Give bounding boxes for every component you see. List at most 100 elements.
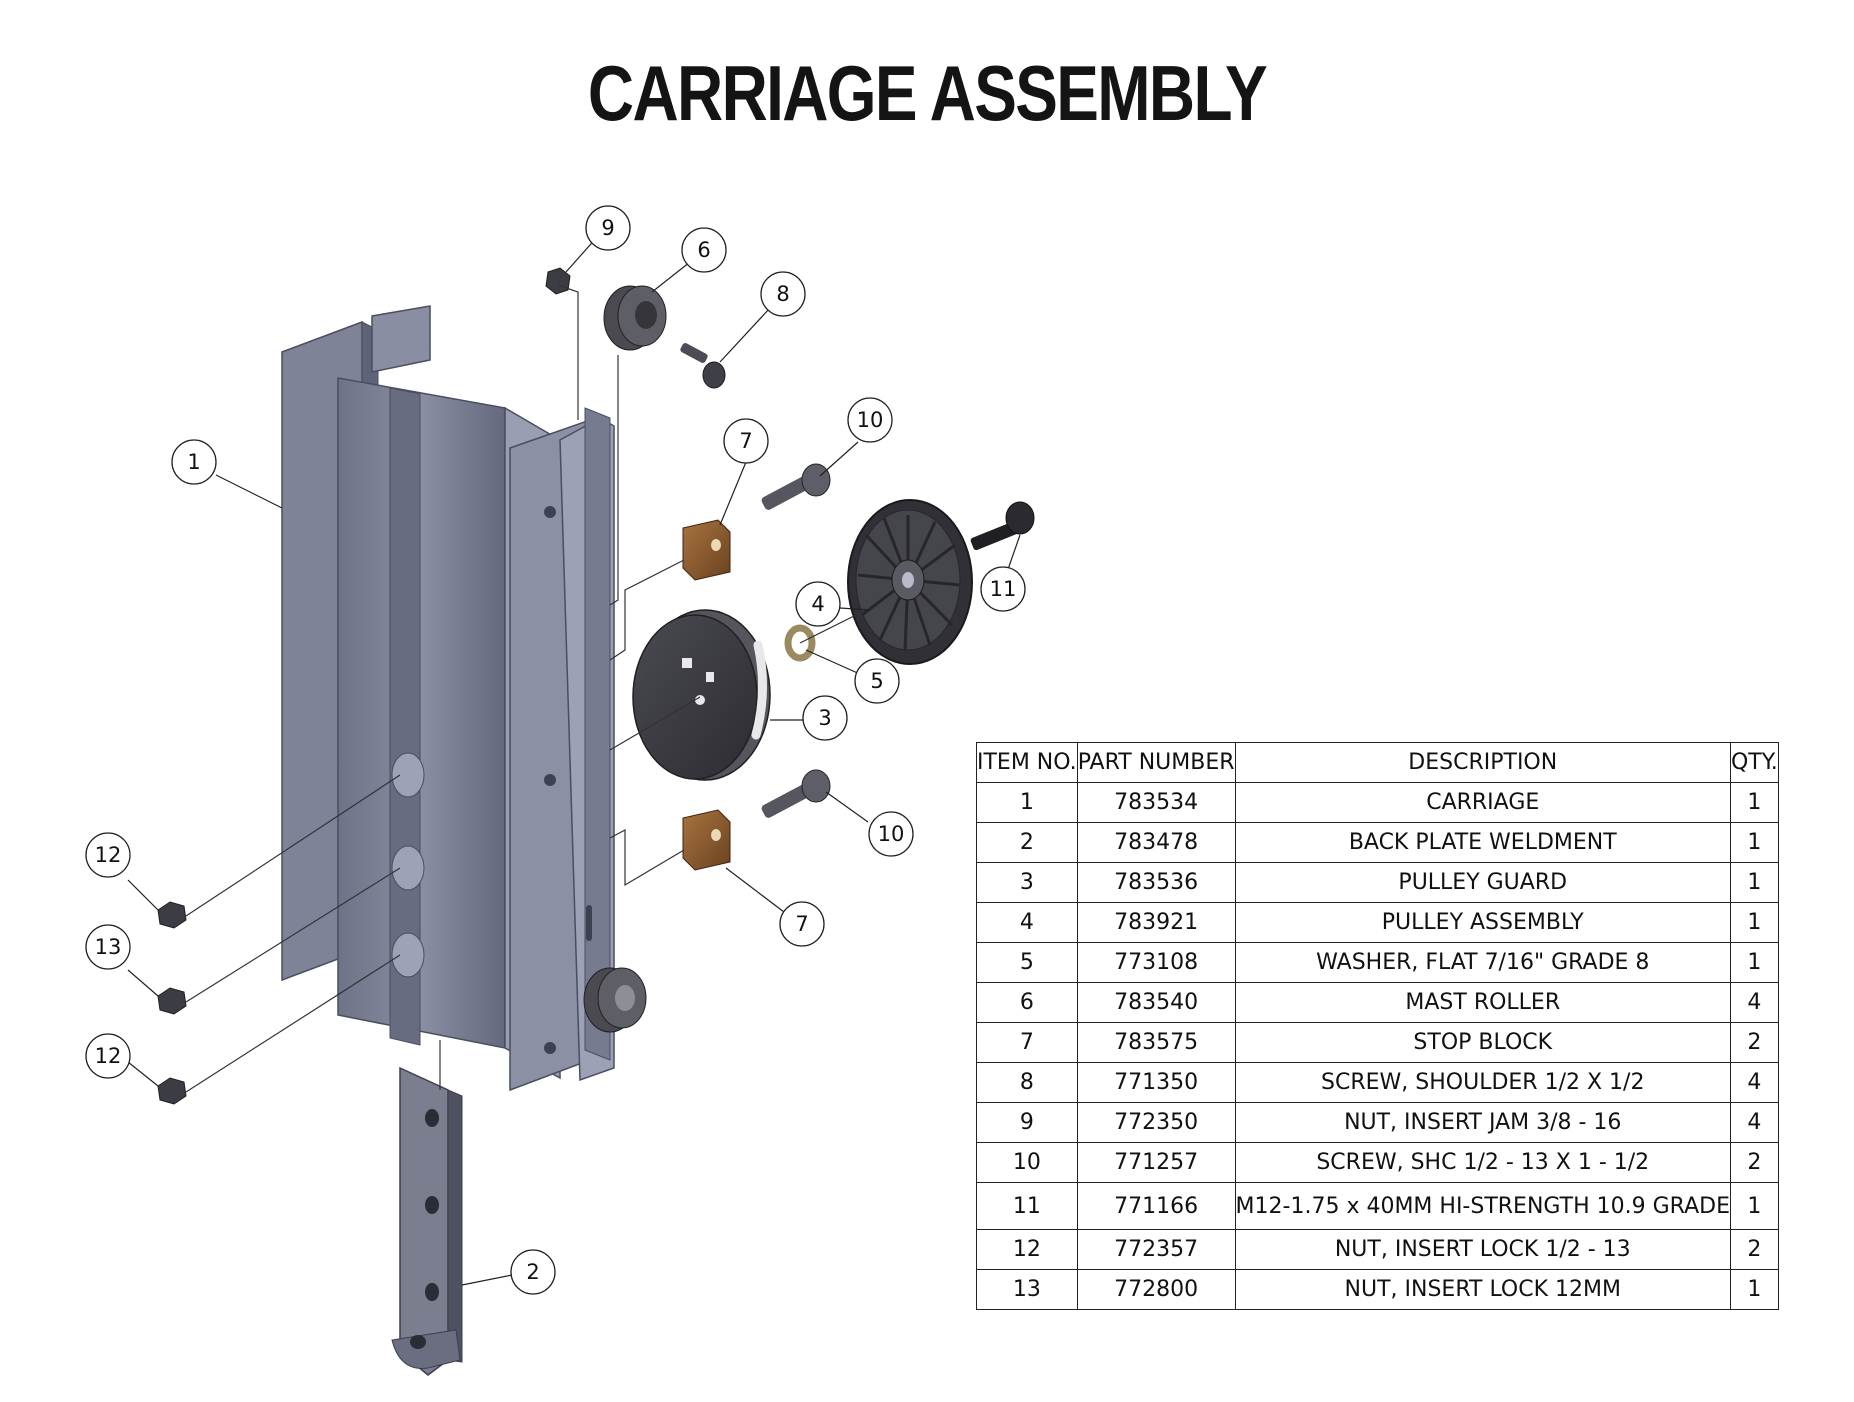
balloon-10-lower: 10 bbox=[868, 811, 914, 857]
cell-qty: 1 bbox=[1729, 902, 1779, 943]
washer-part bbox=[784, 624, 816, 662]
cell-description: CARRIAGE bbox=[1234, 782, 1731, 823]
balloon-3: 3 bbox=[802, 695, 848, 741]
cell-description: MAST ROLLER bbox=[1234, 982, 1731, 1023]
svg-text:1: 1 bbox=[187, 450, 200, 474]
svg-text:7: 7 bbox=[739, 429, 752, 453]
hi-strength-bolt-part bbox=[970, 501, 1035, 551]
balloon-7-upper: 7 bbox=[723, 418, 769, 464]
bom-header-qty: QTY. bbox=[1729, 742, 1779, 783]
page-title: CARRIAGE ASSEMBLY bbox=[587, 49, 1268, 137]
lock-nut-part bbox=[157, 901, 187, 1105]
cell-item-no: 8 bbox=[976, 1062, 1078, 1103]
bom-header-item-no: ITEM NO. bbox=[976, 742, 1078, 783]
cell-part-number: 783575 bbox=[1076, 1022, 1236, 1063]
bom-header-part-number: PART NUMBER bbox=[1076, 742, 1236, 783]
svg-text:5: 5 bbox=[870, 669, 883, 693]
pulley-guard-part bbox=[632, 609, 771, 781]
cell-description: NUT, INSERT LOCK 1/2 - 13 bbox=[1234, 1229, 1731, 1270]
cell-item-no: 10 bbox=[976, 1142, 1078, 1183]
cell-qty: 2 bbox=[1729, 1229, 1779, 1270]
balloon-13: 13 bbox=[85, 924, 131, 970]
cell-item-no: 5 bbox=[976, 942, 1078, 983]
cell-description: M12-1.75 x 40MM HI-STRENGTH 10.9 GRADE bbox=[1234, 1182, 1731, 1230]
balloon-4: 4 bbox=[795, 581, 841, 627]
bom-header-row: ITEM NO. PART NUMBER DESCRIPTION QTY. bbox=[976, 742, 1779, 783]
svg-text:9: 9 bbox=[601, 216, 614, 240]
cell-qty: 1 bbox=[1729, 782, 1779, 823]
cell-part-number: 783536 bbox=[1076, 862, 1236, 903]
cell-part-number: 771257 bbox=[1076, 1142, 1236, 1183]
cell-description: PULLEY GUARD bbox=[1234, 862, 1731, 903]
svg-text:7: 7 bbox=[795, 912, 808, 936]
balloon-9: 9 bbox=[585, 205, 631, 251]
cell-description: NUT, INSERT LOCK 12MM bbox=[1234, 1269, 1731, 1310]
cell-item-no: 4 bbox=[976, 902, 1078, 943]
cell-description: SCREW, SHOULDER 1/2 X 1/2 bbox=[1234, 1062, 1731, 1103]
cell-item-no: 1 bbox=[976, 782, 1078, 823]
svg-text:4: 4 bbox=[811, 592, 824, 616]
stop-block-part bbox=[682, 519, 731, 581]
mast-roller-part-lower bbox=[583, 967, 647, 1033]
cell-qty: 1 bbox=[1729, 822, 1779, 863]
cell-qty: 1 bbox=[1729, 862, 1779, 903]
cell-qty: 1 bbox=[1729, 942, 1779, 983]
cell-qty: 2 bbox=[1729, 1142, 1779, 1183]
bom-header-description: DESCRIPTION bbox=[1234, 742, 1731, 783]
balloon-1: 1 bbox=[171, 439, 217, 485]
cell-item-no: 13 bbox=[976, 1269, 1078, 1310]
cell-part-number: 772350 bbox=[1076, 1102, 1236, 1143]
cell-item-no: 12 bbox=[976, 1229, 1078, 1270]
cell-part-number: 783534 bbox=[1076, 782, 1236, 823]
balloon-7-lower: 7 bbox=[779, 901, 825, 947]
svg-text:2: 2 bbox=[526, 1260, 539, 1284]
balloon-12-lower: 12 bbox=[85, 1033, 131, 1079]
cell-item-no: 9 bbox=[976, 1102, 1078, 1143]
mast-roller-part bbox=[603, 285, 667, 351]
balloon-8: 8 bbox=[760, 271, 806, 317]
pulley-assembly-part bbox=[847, 499, 973, 665]
cell-part-number: 783478 bbox=[1076, 822, 1236, 863]
shc-screw-part-lower bbox=[761, 769, 831, 818]
svg-text:12: 12 bbox=[95, 1044, 122, 1068]
assembly-lines bbox=[185, 284, 871, 1093]
cell-description: SCREW, SHC 1/2 - 13 X 1 - 1/2 bbox=[1234, 1142, 1731, 1183]
cell-qty: 1 bbox=[1729, 1269, 1779, 1310]
balloon-12-upper: 12 bbox=[85, 832, 131, 878]
balloon-10-upper: 10 bbox=[847, 397, 893, 443]
cell-item-no: 6 bbox=[976, 982, 1078, 1023]
svg-text:10: 10 bbox=[878, 822, 905, 846]
cell-qty: 4 bbox=[1729, 1062, 1779, 1103]
cell-qty: 1 bbox=[1729, 1182, 1779, 1230]
balloon-11: 11 bbox=[980, 566, 1026, 612]
cell-part-number: 783921 bbox=[1076, 902, 1236, 943]
cell-part-number: 772357 bbox=[1076, 1229, 1236, 1270]
cell-part-number: 783540 bbox=[1076, 982, 1236, 1023]
balloon-5: 5 bbox=[854, 658, 900, 704]
stop-block-part-lower bbox=[682, 809, 731, 871]
cell-description: BACK PLATE WELDMENT bbox=[1234, 822, 1731, 863]
shoulder-screw-part bbox=[680, 343, 726, 389]
svg-text:6: 6 bbox=[697, 238, 710, 262]
cell-part-number: 771166 bbox=[1076, 1182, 1236, 1230]
cell-description: STOP BLOCK bbox=[1234, 1022, 1731, 1063]
balloon-2: 2 bbox=[510, 1249, 556, 1295]
balloon-6: 6 bbox=[681, 227, 727, 273]
carriage-part bbox=[281, 305, 615, 1092]
cell-qty: 2 bbox=[1729, 1022, 1779, 1063]
cell-item-no: 3 bbox=[976, 862, 1078, 903]
cell-item-no: 7 bbox=[976, 1022, 1078, 1063]
